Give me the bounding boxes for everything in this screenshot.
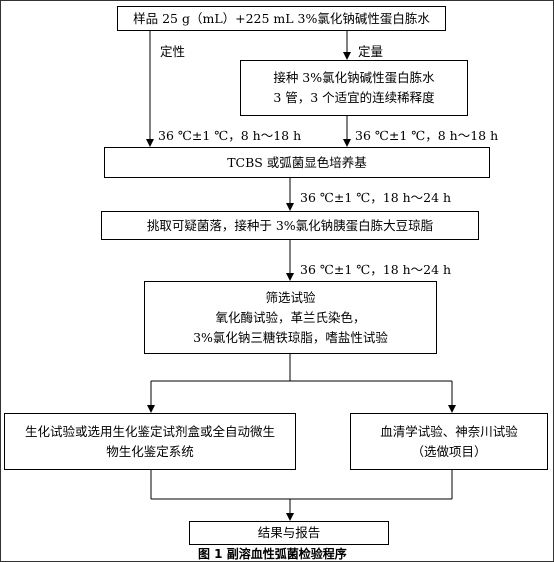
pick-colony-box: 挑取可疑菌落，接种于 3%氯化钠胰蛋白胨大豆琼脂 [101, 211, 479, 240]
screening-box: 筛选试验 氧化酶试验，革兰氏染色， 3%氯化钠三糖铁琼脂，嗜盐性试验 [144, 281, 437, 354]
screening-title: 筛选试验 [265, 289, 316, 305]
sample-text: 样品 25 g（mL）+225 mL 3%氯化钠碱性蛋白胨水 [133, 10, 430, 26]
sample-box: 样品 25 g（mL）+225 mL 3%氯化钠碱性蛋白胨水 [117, 6, 446, 31]
label-incubate-18-24-b: 36 ℃±1 ℃，18 h～24 h [300, 262, 452, 277]
serology-box: 血清学试验、神奈川试验 （选做项目） [350, 413, 548, 470]
inoculate-line-2: 3 管，3 个适宜的连续稀释度 [273, 90, 435, 105]
label-quantitative: 定量 [358, 44, 384, 59]
label-incubate-18-24-a: 36 ℃±1 ℃，18 h～24 h [300, 190, 452, 205]
biochem-box: 生化试验或选用生化鉴定试剂盒或全自动微生 物生化鉴定系统 [4, 413, 296, 470]
biochem-line-2: 物生化鉴定系统 [106, 443, 194, 459]
serology-line-1: 血清学试验、神奈川试验 [380, 423, 518, 439]
label-incubate-right: 36 ℃±1 ℃，8 h～18 h [355, 128, 499, 143]
biochem-line-1: 生化试验或选用生化鉴定试剂盒或全自动微生 [24, 423, 275, 439]
screening-line-2: 氧化酶试验，革兰氏染色， [215, 309, 366, 325]
figure-caption: 图 1 副溶血性弧菌检验程序 [198, 547, 347, 561]
result-box: 结果与报告 [189, 521, 389, 545]
tcbs-box: TCBS 或弧菌显色培养基 [104, 147, 490, 178]
serology-line-2: （选做项目） [411, 443, 487, 459]
tcbs-text: TCBS 或弧菌显色培养基 [227, 154, 367, 170]
label-incubate-left: 36 ℃±1 ℃，8 h～18 h [158, 128, 302, 143]
pick-colony-text: 挑取可疑菌落，接种于 3%氯化钠胰蛋白胨大豆琼脂 [146, 217, 434, 233]
label-qualitative: 定性 [160, 44, 186, 59]
result-text: 结果与报告 [257, 525, 321, 540]
inoculate-box: 接种 3%氯化钠碱性蛋白胨水 3 管，3 个适宜的连续稀释度 [240, 60, 468, 116]
screening-line-3: 3%氯化钠三糖铁琼脂，嗜盐性试验 [193, 329, 388, 345]
inoculate-line-1: 接种 3%氯化钠碱性蛋白胨水 [273, 70, 435, 85]
